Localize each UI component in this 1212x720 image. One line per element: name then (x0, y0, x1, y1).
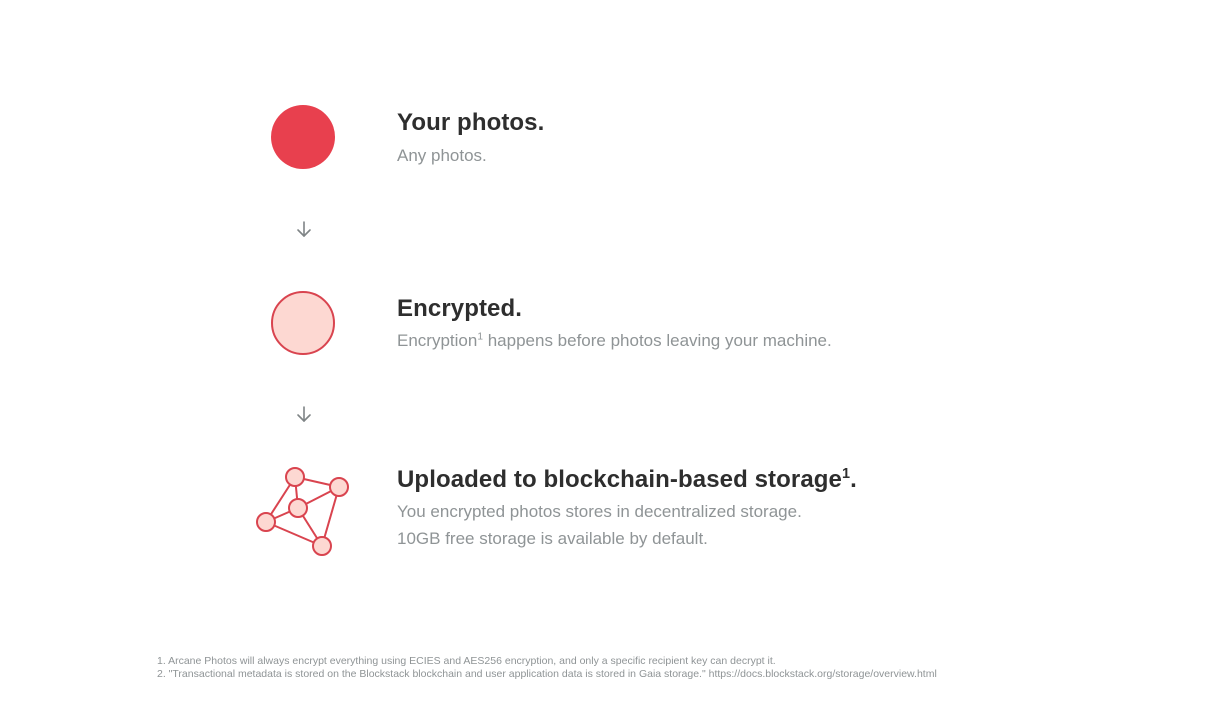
footnote-1: 1. Arcane Photos will always encrypt eve… (157, 655, 776, 667)
footnotes: 1. Arcane Photos will always encrypt eve… (157, 655, 937, 681)
step-uploaded: Uploaded to blockchain-based storage1. Y… (397, 466, 857, 552)
step-description-start: Encryption (397, 331, 478, 350)
step-description: Encryption1 happens before photos leavin… (397, 327, 832, 354)
step-title-start: Uploaded to blockchain-based storage (397, 466, 843, 493)
step-encrypted: Encrypted. Encryption1 happens before ph… (397, 295, 832, 354)
red-circle-icon (271, 105, 335, 169)
footnote-2: 2. "Transactional metadata is stored on … (157, 668, 937, 680)
step-title-end: . (850, 466, 857, 493)
step-description: Any photos. (397, 146, 487, 165)
step-title: Your photos. (397, 109, 545, 136)
step-title: Uploaded to blockchain-based storage1. (397, 466, 857, 494)
arrow-down-icon (297, 406, 311, 422)
pink-outlined-circle-icon (271, 291, 335, 355)
network-nodes-icon (256, 467, 349, 556)
step-description-end: happens before photos leaving your machi… (483, 331, 832, 350)
step-description: You encrypted photos stores in decentral… (397, 498, 857, 552)
arrow-down-icon (297, 221, 311, 237)
step-description-line: 10GB free storage is available by defaul… (397, 529, 708, 548)
footnote-marker: 1 (842, 466, 851, 482)
step-your-photos: Your photos. Any photos. (397, 109, 544, 169)
step-description-line: You encrypted photos stores in decentral… (397, 502, 802, 521)
step-title: Encrypted. (397, 295, 523, 322)
footnote-marker: 1 (477, 331, 483, 343)
